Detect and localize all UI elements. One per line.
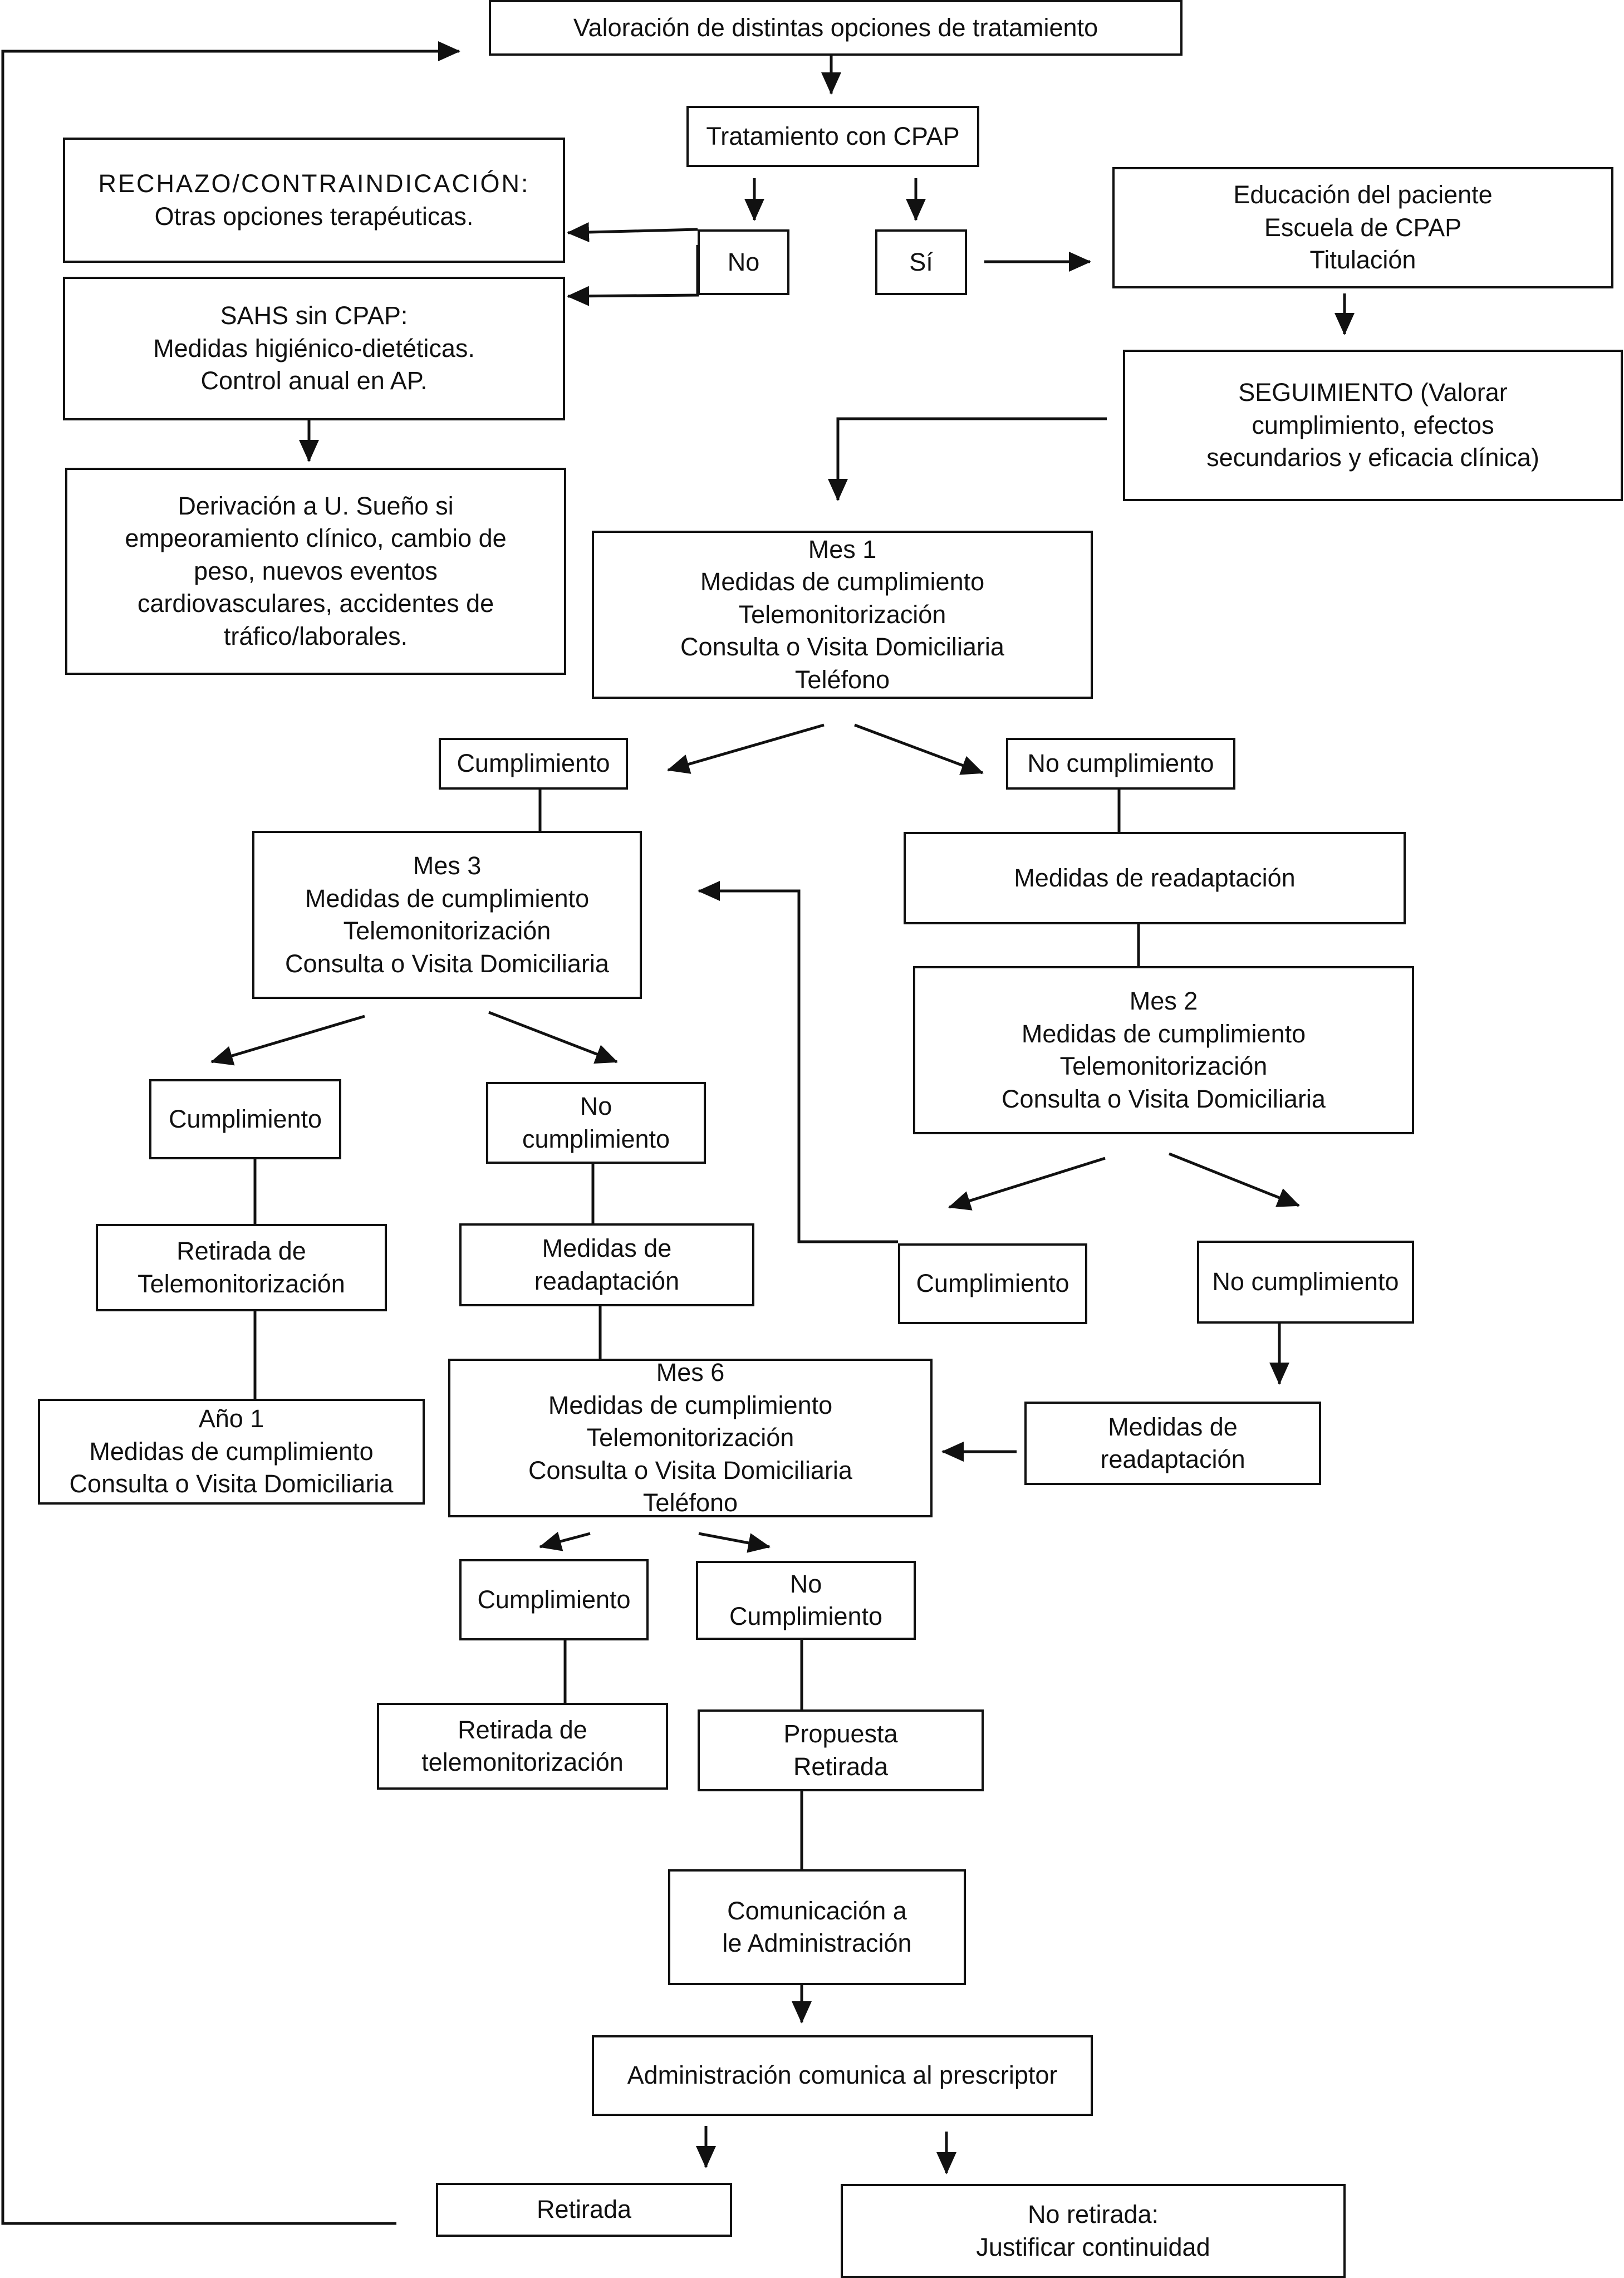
comunicacion-box: Comunicación a le Administración: [668, 1869, 966, 1985]
seguimiento-text: SEGUIMIENTO (Valorar cumplimiento, efect…: [1206, 378, 1539, 472]
cumplimiento-1-box: Cumplimiento: [439, 738, 628, 790]
arrow-mes6-to-cumplimiento: [539, 1531, 591, 1551]
arrow-mes3-to-no-cumplimiento: [488, 1011, 618, 1064]
no-retirada-box: No retirada: Justificar continuidad: [841, 2184, 1346, 2278]
readaptacion-1-text: Medidas de readaptación: [1014, 863, 1296, 892]
no-cumplimiento-1-text: No cumplimiento: [1027, 749, 1214, 778]
ano1-box: Año 1 Medidas de cumplimiento Consulta o…: [38, 1399, 425, 1505]
cumplimiento-2-text: Cumplimiento: [916, 1269, 1069, 1298]
no-cumplimiento-3-box: No cumplimiento: [486, 1082, 706, 1164]
readaptacion-1-box: Medidas de readaptación: [904, 832, 1406, 924]
derivacion-box: Derivación a U. Sueño si empeoramiento c…: [65, 468, 566, 675]
no-box: No: [698, 229, 789, 295]
retirada-tele-2-text: Retirada de telemonitorización: [421, 1715, 624, 1777]
no-cumplimiento-6-text: No Cumplimiento: [729, 1569, 883, 1631]
readaptacion-2-box: Medidas de readaptación: [1024, 1402, 1321, 1485]
readaptacion-2-text: Medidas de readaptación: [1100, 1412, 1245, 1474]
no-cumplimiento-2-box: No cumplimiento: [1197, 1241, 1414, 1324]
cpap-box: Tratamiento con CPAP: [686, 106, 979, 167]
arrow-mes1-to-cumplimiento: [667, 723, 825, 774]
retirada-tele-1-box: Retirada de Telemonitorización: [96, 1224, 387, 1311]
readaptacion-3-text: Medidas de readaptación: [534, 1234, 680, 1295]
mes3-box: Mes 3 Medidas de cumplimiento Telemonito…: [252, 831, 642, 999]
educacion-box: Educación del paciente Escuela de CPAP T…: [1112, 167, 1613, 288]
no-cumplimiento-6-box: No Cumplimiento: [696, 1561, 916, 1640]
no-retirada-text: No retirada: Justificar continuidad: [976, 2200, 1210, 2261]
retirada-tele-2-box: Retirada de telemonitorización: [377, 1703, 668, 1790]
mes2-text: Mes 2 Medidas de cumplimiento Telemonito…: [1002, 987, 1326, 1113]
arrow-no-to-rechazo: [567, 222, 698, 243]
arrow-cumplimiento-back-to-mes3: [698, 881, 898, 1243]
derivacion-text: Derivación a U. Sueño si empeoramiento c…: [125, 491, 507, 650]
mes1-box: Mes 1 Medidas de cumplimiento Telemonito…: [592, 531, 1093, 699]
sahs-box: SAHS sin CPAP: Medidas higiénico-dietéti…: [63, 277, 565, 420]
arrow-mes2-to-no-cumplimiento: [1169, 1152, 1300, 1207]
no-cumplimiento-3-text: No cumplimiento: [522, 1092, 670, 1153]
arrow-mes3-to-cumplimiento: [210, 1015, 365, 1066]
cumplimiento-6-box: Cumplimiento: [459, 1559, 649, 1640]
arrow-mes6-to-no-cumplimiento: [698, 1532, 771, 1553]
propuesta-text: Propuesta Retirada: [783, 1719, 898, 1781]
valoracion-text: Valoración de distintas opciones de trat…: [573, 13, 1098, 42]
ano1-text: Año 1 Medidas de cumplimiento Consulta o…: [69, 1404, 394, 1498]
arrow-seguimiento-to-mes1: [828, 417, 1107, 501]
retirada-box: Retirada: [436, 2183, 732, 2237]
cumplimiento-3-text: Cumplimiento: [168, 1104, 322, 1133]
seguimiento-box: SEGUIMIENTO (Valorar cumplimiento, efect…: [1123, 350, 1623, 501]
si-box: Sí: [875, 229, 967, 295]
cumplimiento-6-text: Cumplimiento: [477, 1585, 631, 1614]
cpap-text: Tratamiento con CPAP: [706, 121, 960, 150]
si-text: Sí: [909, 247, 933, 276]
propuesta-box: Propuesta Retirada: [698, 1709, 984, 1791]
readaptacion-3-box: Medidas de readaptación: [459, 1223, 754, 1306]
arrow-retirada-loop-to-valoracion: [1, 41, 460, 2225]
mes3-text: Mes 3 Medidas de cumplimiento Telemonito…: [285, 851, 609, 978]
no-cumplimiento-1-box: No cumplimiento: [1006, 738, 1235, 790]
comunicacion-text: Comunicación a le Administración: [722, 1896, 912, 1958]
cumplimiento-2-box: Cumplimiento: [898, 1243, 1087, 1324]
no-cumplimiento-2-text: No cumplimiento: [1212, 1267, 1399, 1296]
arrow-mes1-to-no-cumplimiento: [854, 723, 984, 775]
valoracion-box: Valoración de distintas opciones de trat…: [489, 0, 1183, 56]
rechazo-body: Otras opciones terapéuticas.: [154, 202, 474, 231]
administracion-text: Administración comunica al prescriptor: [627, 2061, 1058, 2090]
retirada-tele-1-text: Retirada de Telemonitorización: [138, 1237, 345, 1298]
cumplimiento-3-box: Cumplimiento: [149, 1079, 341, 1159]
mes6-text: Mes 6 Medidas de cumplimiento Telemonito…: [528, 1358, 852, 1517]
educacion-text: Educación del paciente Escuela de CPAP T…: [1233, 180, 1493, 275]
arrow-mes2-to-cumplimiento: [948, 1157, 1106, 1211]
cumplimiento-1-text: Cumplimiento: [457, 749, 610, 778]
mes1-text: Mes 1 Medidas de cumplimiento Telemonito…: [680, 535, 1004, 694]
rechazo-box: RECHAZO/CONTRAINDICACIÓN: Otras opciones…: [63, 138, 565, 263]
mes6-box: Mes 6 Medidas de cumplimiento Telemonito…: [448, 1358, 933, 1517]
no-text: No: [727, 247, 760, 276]
mes2-box: Mes 2 Medidas de cumplimiento Telemonito…: [913, 966, 1414, 1134]
arrow-no-to-sahs: [567, 245, 699, 306]
rechazo-title: RECHAZO/CONTRAINDICACIÓN:: [98, 169, 530, 198]
sahs-text: SAHS sin CPAP: Medidas higiénico-dietéti…: [153, 301, 475, 395]
administracion-box: Administración comunica al prescriptor: [592, 2035, 1093, 2116]
retirada-text: Retirada: [536, 2195, 632, 2224]
